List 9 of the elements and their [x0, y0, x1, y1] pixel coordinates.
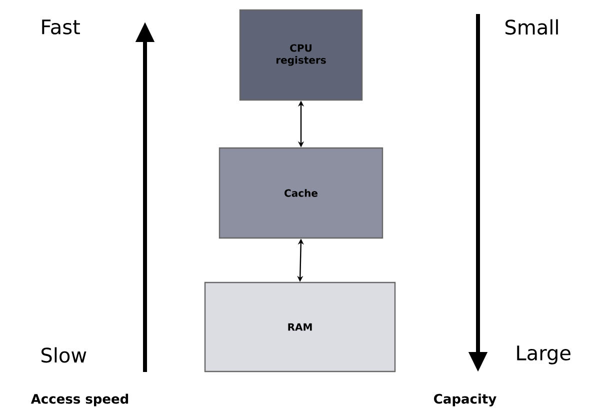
memory-box: Cache	[218, 147, 384, 239]
speed-label: Slow	[42, 347, 86, 363]
speed-label: Fast	[42, 20, 80, 34]
axis-title: Capacity	[434, 394, 496, 406]
speed-label: Large	[517, 346, 570, 364]
memory-box: RAM	[204, 282, 396, 372]
speed-label: Small	[506, 19, 558, 35]
axis-title: Access speed	[30, 394, 128, 406]
memory-box: CPU registers	[239, 9, 363, 101]
